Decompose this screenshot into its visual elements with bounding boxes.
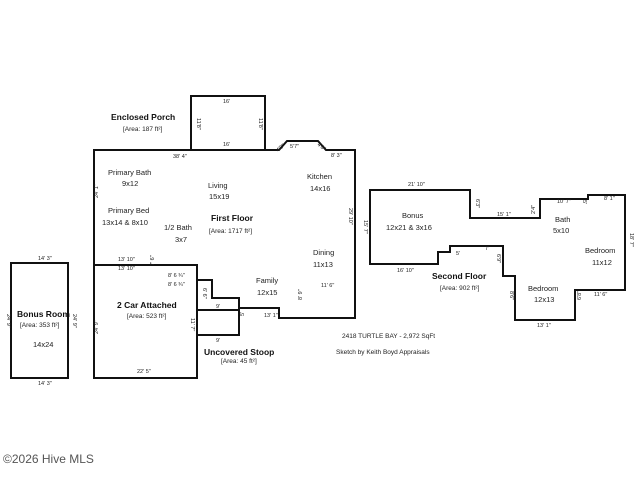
room-bonus-name: Bonus <box>402 211 424 220</box>
room-dining-name: Dining <box>313 248 334 257</box>
dim-ff-bottom: 13' 1" <box>264 313 278 319</box>
dim-garage-right: 11' 7" <box>189 318 195 331</box>
stoop-outline <box>196 309 240 336</box>
property-address: 2418 TURTLE BAY - 2,972 SqFt <box>342 333 435 340</box>
dim-porch-top: 16' <box>223 99 230 105</box>
garage-title: 2 Car Attached <box>117 300 177 310</box>
dim-ff-bottom-right: 11' 6" <box>321 283 334 289</box>
stoop-area: [Area: 45 ft²] <box>221 358 257 365</box>
dim-br-left: 24' 9" <box>5 314 11 328</box>
dim-sf-f: 10' 7" <box>557 199 571 205</box>
dim-stoop-top: 9' <box>216 304 220 310</box>
dim-ff-notch2: 4'8" <box>275 143 286 153</box>
dim-sf-left: 15' 7" <box>362 220 368 234</box>
room-bedroom2-size: 12x13 <box>534 295 554 304</box>
room-family-size: 12x15 <box>257 288 277 297</box>
dim-sf-b: 7' <box>485 246 489 252</box>
room-living-size: 15x19 <box>209 192 229 201</box>
dim-ff-notch-right: 8' 3" <box>331 153 342 159</box>
dim-sf-h: 5' <box>581 200 587 204</box>
dim-ff-mid2: 13' 10" <box>118 266 135 272</box>
dim-ff-step2: 8' 6 ¾" <box>168 273 185 279</box>
bonus-room-title: Bonus Room <box>17 309 70 319</box>
dim-ff-mid1: 13' 10" <box>118 257 135 263</box>
bonus-room-outline <box>10 262 69 379</box>
dim-ff-right: 29' 10" <box>347 208 353 225</box>
garage-area: [Area: 523 ft²] <box>127 313 167 320</box>
dim-sf-m: 8'6" <box>508 291 514 300</box>
room-bath-name: Bath <box>555 215 570 224</box>
sketch-info: 2418 TURTLE BAY - 2,972 SqFt Sketch by K… <box>336 333 435 356</box>
dim-sf-k: 6'8" <box>577 291 583 300</box>
dim-sf-top: 21' 10" <box>408 182 425 188</box>
dim-porch-bottom: 16' <box>223 142 230 148</box>
room-primary-bed-name: Primary Bed <box>108 206 149 215</box>
room-labels: Primary Bath 9x12 Living 15x19 Kitchen 1… <box>102 168 615 304</box>
room-primary-bath-size: 9x12 <box>122 179 138 188</box>
room-bedroom2-name: Bedroom <box>528 284 558 293</box>
porch-title: Enclosed Porch <box>111 112 175 122</box>
dim-sf-l: 13' 1" <box>537 323 551 329</box>
room-family-name: Family <box>256 276 278 285</box>
dim-ff-notch1: 5'7" <box>290 144 299 150</box>
bonus-room-area: [Area: 353 ft²] <box>20 322 60 329</box>
room-half-bath-name: 1/2 Bath <box>164 223 192 232</box>
bonus-room-size: 14x24 <box>33 340 53 349</box>
dim-sf-a: 5' <box>456 251 460 257</box>
sketch-credit: Sketch by Keith Boyd Appraisals <box>336 349 430 356</box>
dim-sf-right: 18' 7" <box>628 233 634 247</box>
dim-ff-step1: 7' 6" <box>150 255 156 266</box>
walls <box>10 95 626 379</box>
dim-garage-bottom: 22' 5" <box>137 369 151 375</box>
second-floor-title: Second Floor <box>432 271 487 281</box>
dim-garage-left: 24' 9" <box>94 320 100 334</box>
room-bedroom1-size: 11x12 <box>592 258 612 267</box>
first-floor-area: [Area: 1717 ft²] <box>209 228 252 235</box>
second-floor-area: [Area: 902 ft²] <box>440 285 480 292</box>
second-floor-outline <box>369 189 626 321</box>
stoop-title: Uncovered Stoop <box>204 347 274 357</box>
room-kitchen-size: 14x16 <box>310 184 330 193</box>
dimension-labels: 16' 16' 11'8" 11'8" 38' 4" 5'7" 4'8" 4'8… <box>5 99 634 387</box>
dim-ff-step4: 6' 6" <box>201 288 207 299</box>
room-half-bath-size: 3x7 <box>175 235 187 244</box>
dim-ff-notch3: 4'8" <box>316 142 327 152</box>
dim-ff-step3: 8' 6 ¾" <box>168 282 185 288</box>
room-living-name: Living <box>208 181 228 190</box>
section-titles: Enclosed Porch [Area: 187 ft²] First Flo… <box>17 112 487 365</box>
dim-ff-right-low: 8' 9" <box>298 289 304 300</box>
dim-sf-bottom: 16' 10" <box>397 268 414 274</box>
porch-area: [Area: 187 ft²] <box>123 126 163 133</box>
dim-stoop-side: 5' <box>240 312 246 316</box>
room-primary-bath-name: Primary Bath <box>108 168 151 177</box>
dim-sf-e: 2'4" <box>531 205 537 214</box>
dim-sf-d: 15' 1" <box>497 212 511 218</box>
dim-br-right: 24' 9" <box>71 314 77 328</box>
mls-watermark: ©2026 Hive MLS <box>3 452 94 466</box>
dim-sf-j: 11' 6" <box>594 292 607 298</box>
first-floor-title: First Floor <box>211 213 254 223</box>
dim-porch-left: 11'8" <box>195 118 201 130</box>
dim-stoop-bottom: 9' <box>216 338 220 344</box>
dim-ff-left: 24' 1" <box>94 184 100 198</box>
room-bonus-size: 12x21 & 3x16 <box>386 223 432 232</box>
room-bedroom1-name: Bedroom <box>585 246 615 255</box>
room-kitchen-name: Kitchen <box>307 172 332 181</box>
dim-sf-i: 6'9" <box>495 254 501 263</box>
dim-ff-top: 38' 4" <box>173 154 187 160</box>
dim-porch-right: 11'8" <box>257 118 263 130</box>
dim-br-bottom: 14' 3" <box>38 381 52 387</box>
room-dining-size: 11x13 <box>313 260 333 269</box>
dim-br-top: 14' 3" <box>38 256 52 262</box>
dim-sf-c: 6'3" <box>474 199 480 208</box>
room-primary-bed-size: 13x14 & 8x10 <box>102 218 148 227</box>
room-bath-size: 5x10 <box>553 226 569 235</box>
dim-sf-g: 8' 1" <box>604 196 615 202</box>
